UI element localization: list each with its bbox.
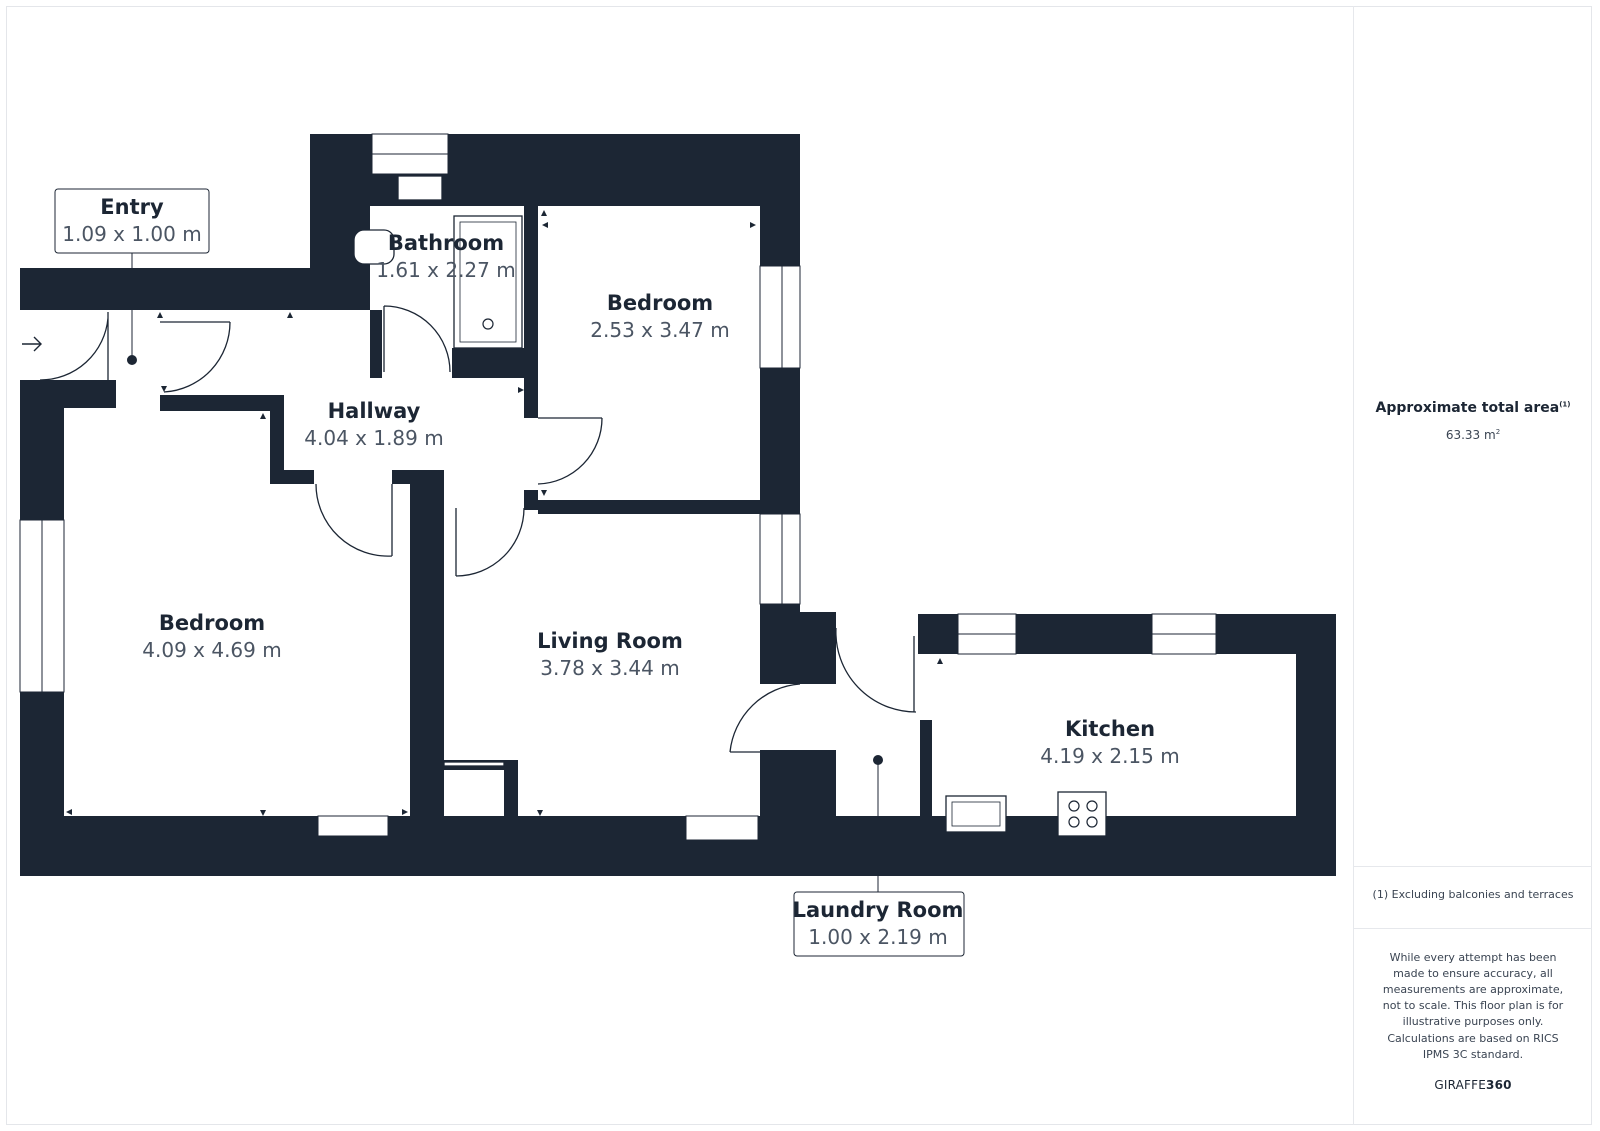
dimension-ticks xyxy=(66,210,1292,835)
doors xyxy=(39,305,917,753)
window-bedroom xyxy=(759,265,801,369)
door-living-laundry xyxy=(729,683,836,753)
page-frame xyxy=(6,6,1592,1125)
wall-kitchen-left xyxy=(920,720,932,820)
area-footnote: (1) Excluding balconies and terraces xyxy=(1372,888,1574,901)
wall-entry-bottom-left xyxy=(20,380,116,408)
wall-hall-stub xyxy=(370,310,382,378)
kitchen-sink xyxy=(945,795,1007,833)
hallway-dims: 4.04 x 1.89 m xyxy=(304,426,443,450)
bedroom-2-name: Bedroom xyxy=(159,611,265,635)
bathroom-sink xyxy=(397,175,443,201)
wall-bottom xyxy=(20,816,1336,876)
bedroom-2-dims: 4.09 x 4.69 m xyxy=(142,638,281,662)
entry-label-box xyxy=(54,188,210,254)
door-entrance xyxy=(39,312,109,381)
sidebar-separator-2 xyxy=(1354,928,1592,929)
fixtures xyxy=(353,175,1107,837)
bathroom-name: Bathroom xyxy=(388,231,504,255)
window-living xyxy=(759,513,801,605)
kitchen-dims: 4.19 x 2.15 m xyxy=(1040,744,1179,768)
wall-bath-bed-divider xyxy=(524,206,538,418)
door-living xyxy=(455,507,525,577)
wall-closet-side xyxy=(504,760,518,818)
living-room-name: Living Room xyxy=(537,629,683,653)
wall-bed2-living-divider xyxy=(410,470,444,818)
disclaimer-text: While every attempt has been made to ens… xyxy=(1382,951,1564,1028)
bedroom-1-name: Bedroom xyxy=(607,291,713,315)
hallway-name: Hallway xyxy=(328,399,421,423)
bathroom-dims: 1.61 x 2.27 m xyxy=(376,258,515,282)
bedroom-1-dims: 2.53 x 3.47 m xyxy=(590,318,729,342)
area-title-text: Approximate total area xyxy=(1375,400,1560,416)
entry-name: Entry xyxy=(100,195,164,219)
toilet xyxy=(353,229,395,265)
door-kitchen xyxy=(835,627,917,713)
kitchen-name: Kitchen xyxy=(1065,717,1155,741)
living-room-dims: 3.78 x 3.44 m xyxy=(540,656,679,680)
floor-plan: Entry 1.09 x 1.00 m Bathroom 1.61 x 2.27… xyxy=(19,133,1336,957)
area-footnote-mark: (1) xyxy=(1559,400,1571,409)
wall-laundry-block xyxy=(760,612,836,684)
brand-bold: 360 xyxy=(1486,1078,1512,1092)
door-bathroom xyxy=(383,305,451,373)
brand-logo: GIRAFFE360 xyxy=(1354,1078,1592,1092)
entry-marker-dot xyxy=(127,355,137,365)
area-unit-superscript: 2 xyxy=(1495,428,1501,436)
shower-tray xyxy=(453,215,523,349)
area-value-text: 63.33 m xyxy=(1445,428,1496,442)
wall-hall-bottom-left xyxy=(270,470,314,484)
door-entry-inner xyxy=(160,321,231,393)
entrance-arrow-icon xyxy=(22,336,42,352)
laundry-label-box xyxy=(793,891,965,957)
wall-kitchen-corner xyxy=(918,614,930,654)
window-living-bottom xyxy=(685,815,759,841)
wall-bedroom-bottom xyxy=(538,500,762,514)
brand-light: GIRAFFE xyxy=(1434,1078,1487,1092)
entry-dims: 1.09 x 1.00 m xyxy=(62,222,201,246)
wall-bed2-top xyxy=(160,395,280,411)
door-bedroom xyxy=(537,417,603,485)
sidebar-divider xyxy=(1353,6,1354,1125)
shower-drain xyxy=(482,318,494,330)
wall-hall-left xyxy=(270,395,284,483)
closet-rail xyxy=(443,761,505,767)
window-bedroom2-bottom xyxy=(317,815,389,837)
sidebar-separator-1 xyxy=(1354,866,1592,867)
laundry-marker-dot xyxy=(873,755,883,765)
area-value: 63.33 m2 xyxy=(1354,428,1592,442)
wall-living-laundry-lower xyxy=(760,750,836,820)
cooktop xyxy=(1057,791,1107,837)
door-bedroom2 xyxy=(315,483,393,557)
wall-kitchen-right xyxy=(1296,614,1336,876)
wall-bed-stub xyxy=(524,490,538,510)
calculation-note: Calculations are based on RICS IPMS 3C s… xyxy=(1387,1032,1559,1061)
laundry-room-dims: 1.00 x 2.19 m xyxy=(808,925,947,949)
laundry-room-name: Laundry Room xyxy=(793,898,964,922)
area-title: Approximate total area(1) xyxy=(1354,400,1592,416)
windows xyxy=(19,133,1217,841)
wall-bath-bottom xyxy=(452,348,528,378)
